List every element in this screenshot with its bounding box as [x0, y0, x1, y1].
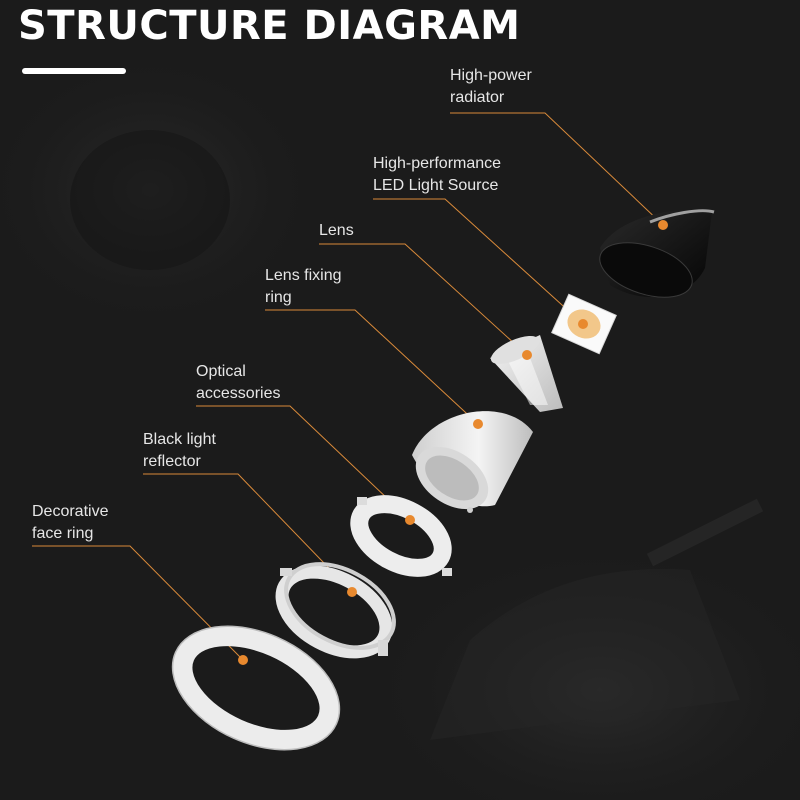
label-face-ring: Decorative face ring — [32, 503, 109, 542]
background-ghost-fixtures — [0, 50, 800, 800]
leader-line-lens-fixing-ring — [265, 309, 479, 425]
leader-line-optical-accessories — [196, 405, 411, 521]
leader-line-face-ring — [32, 545, 244, 661]
label-radiator: High-power radiator — [450, 67, 532, 106]
leader-line-led — [373, 198, 584, 325]
leader-line-black-reflector — [143, 473, 353, 593]
marker-dot-face-ring — [238, 655, 248, 665]
marker-dots — [238, 220, 668, 665]
label-lens: Lens — [319, 222, 354, 239]
part-optical-accessories — [350, 495, 452, 577]
marker-dot-optical-accessories — [405, 515, 415, 525]
marker-dot-led — [578, 319, 588, 329]
part-black-reflector — [275, 562, 396, 659]
part-lens — [490, 335, 563, 412]
title-underline — [22, 68, 126, 74]
page-title: STRUCTURE DIAGRAM — [18, 3, 521, 49]
part-lens-fixing-ring — [412, 411, 533, 513]
part-face-ring — [171, 625, 341, 751]
label-black-reflector: Black light reflector — [143, 431, 216, 470]
leader-lines — [32, 112, 664, 661]
label-lens-fixing-ring: Lens fixing ring — [265, 267, 342, 306]
marker-dot-lens-fixing-ring — [473, 419, 483, 429]
marker-dot-black-reflector — [347, 587, 357, 597]
marker-dot-radiator — [658, 220, 668, 230]
part-radiator — [599, 209, 715, 298]
label-optical-accessories: Optical accessories — [196, 363, 281, 402]
label-led: High-performance LED Light Source — [373, 155, 502, 194]
leader-line-lens — [319, 243, 528, 356]
leader-line-radiator — [450, 112, 664, 226]
marker-dot-lens — [522, 350, 532, 360]
